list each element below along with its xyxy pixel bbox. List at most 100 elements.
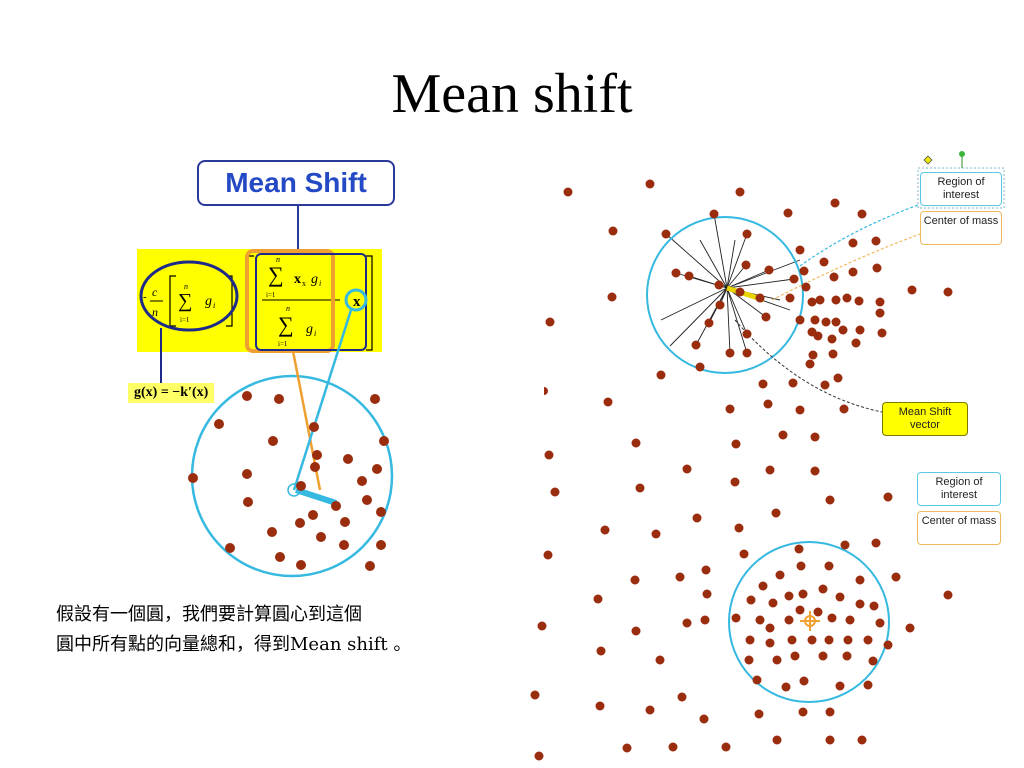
scatter-dot [790,651,800,661]
scatter-dot [631,438,641,448]
scatter-dot [825,707,835,717]
scatter-dot [799,676,809,686]
scatter-dot [607,292,617,302]
scatter-dot [741,260,751,270]
scatter-dot [543,550,553,560]
scatter-dot [821,317,831,327]
scatter-dot [794,544,804,554]
top-roi-label: Region of interest [920,172,1002,206]
scatter-dot [848,267,858,277]
scatter-dot [308,510,318,520]
scatter-dot [742,329,752,339]
top-com-label: Center of mass [920,211,1002,245]
scatter-dot [783,208,793,218]
msv-leader [734,319,883,413]
scatter-dot [875,297,885,307]
scatter-dot [943,287,953,297]
scatter-dot [943,590,953,600]
scatter-dot [675,572,685,582]
scatter-dot [225,543,235,553]
scatter-dot [785,293,795,303]
scatter-dot [365,561,375,571]
scatter-dot [721,742,731,752]
scatter-dot [603,397,613,407]
scatter-dot [630,575,640,585]
formula-minus-x: x [353,294,361,310]
left-x-connector [292,309,353,491]
caption-line-1: 假設有一個圓，我們要計算圓心到這個 [56,604,362,625]
scatter-dot [755,293,765,303]
formula-g: g [205,294,212,309]
top-dots [544,179,953,493]
scatter-dot [863,680,873,690]
scatter-dot [772,655,782,665]
scatter-dot [677,692,687,702]
scatter-dot [829,272,839,282]
formula-x-sub: x [302,279,306,288]
scatter-dot [845,615,855,625]
formula-g-sub: i [213,301,215,310]
scatter-dot [595,701,605,711]
scatter-dot [875,308,885,318]
scatter-dot [731,439,741,449]
scatter-dot [709,209,719,219]
g-definition: g(x) = −k′(x) [128,383,215,403]
bottom-center-marker [800,611,820,631]
scatter-dot [831,295,841,305]
scatter-dot [798,589,808,599]
scatter-dot [268,436,278,446]
scatter-dot [830,198,840,208]
scatter-dot [765,623,775,633]
scatter-dot [596,646,606,656]
x-highlight [344,288,368,312]
scatter-dot [875,618,885,628]
formula-denom-g-sub: i [314,329,316,338]
scatter-dot [739,549,749,559]
formula-numer-sum-bottom: i=1 [266,291,276,299]
scatter-dot [682,618,692,628]
scatter-dot [763,399,773,409]
bottom-region-circle [728,541,890,703]
scatter-dot [725,404,735,414]
scatter-dot [702,589,712,599]
scatter-dot [310,462,320,472]
formula-bracket-left [169,275,176,327]
scatter-dot [827,613,837,623]
scatter-dot [833,373,843,383]
adjust-handle-icon [923,155,933,165]
formula-denom-sigma: ∑ [278,312,294,337]
scatter-dot [593,594,603,604]
scatter-dot [661,229,671,239]
scatter-dot [795,245,805,255]
scatter-dot [813,331,823,341]
scatter-dot [656,370,666,380]
scatter-dot [370,394,380,404]
scatter-dot [820,380,830,390]
scatter-dot [851,338,861,348]
scatter-dot [869,601,879,611]
formula-sum-top: n [184,282,188,291]
scatter-dot [798,707,808,717]
formula-numer-g-sub: i [319,279,321,288]
offset-vector-line [726,287,748,335]
scatter-dot [871,236,881,246]
scatter-dot [754,709,764,719]
scatter-dot [805,359,815,369]
scatter-dot [877,328,887,338]
scatter-dot [795,605,805,615]
top-arrows [660,213,801,354]
formula-left-bracket-open: - [143,291,147,303]
caption-line-2: 圓中所有點的向量總和，得到Mean shift 。 [56,634,412,655]
scatter-dot [331,501,341,511]
scatter-dot [714,280,724,290]
top-region-circle [646,216,804,374]
scatter-dot [808,350,818,360]
scatter-dot [831,317,841,327]
scatter-dot [868,656,878,666]
scatter-dot [838,325,848,335]
scatter-dot [857,735,867,745]
scatter-dot [316,532,326,542]
offset-vector-line [726,264,747,289]
scatter-dot [883,640,893,650]
